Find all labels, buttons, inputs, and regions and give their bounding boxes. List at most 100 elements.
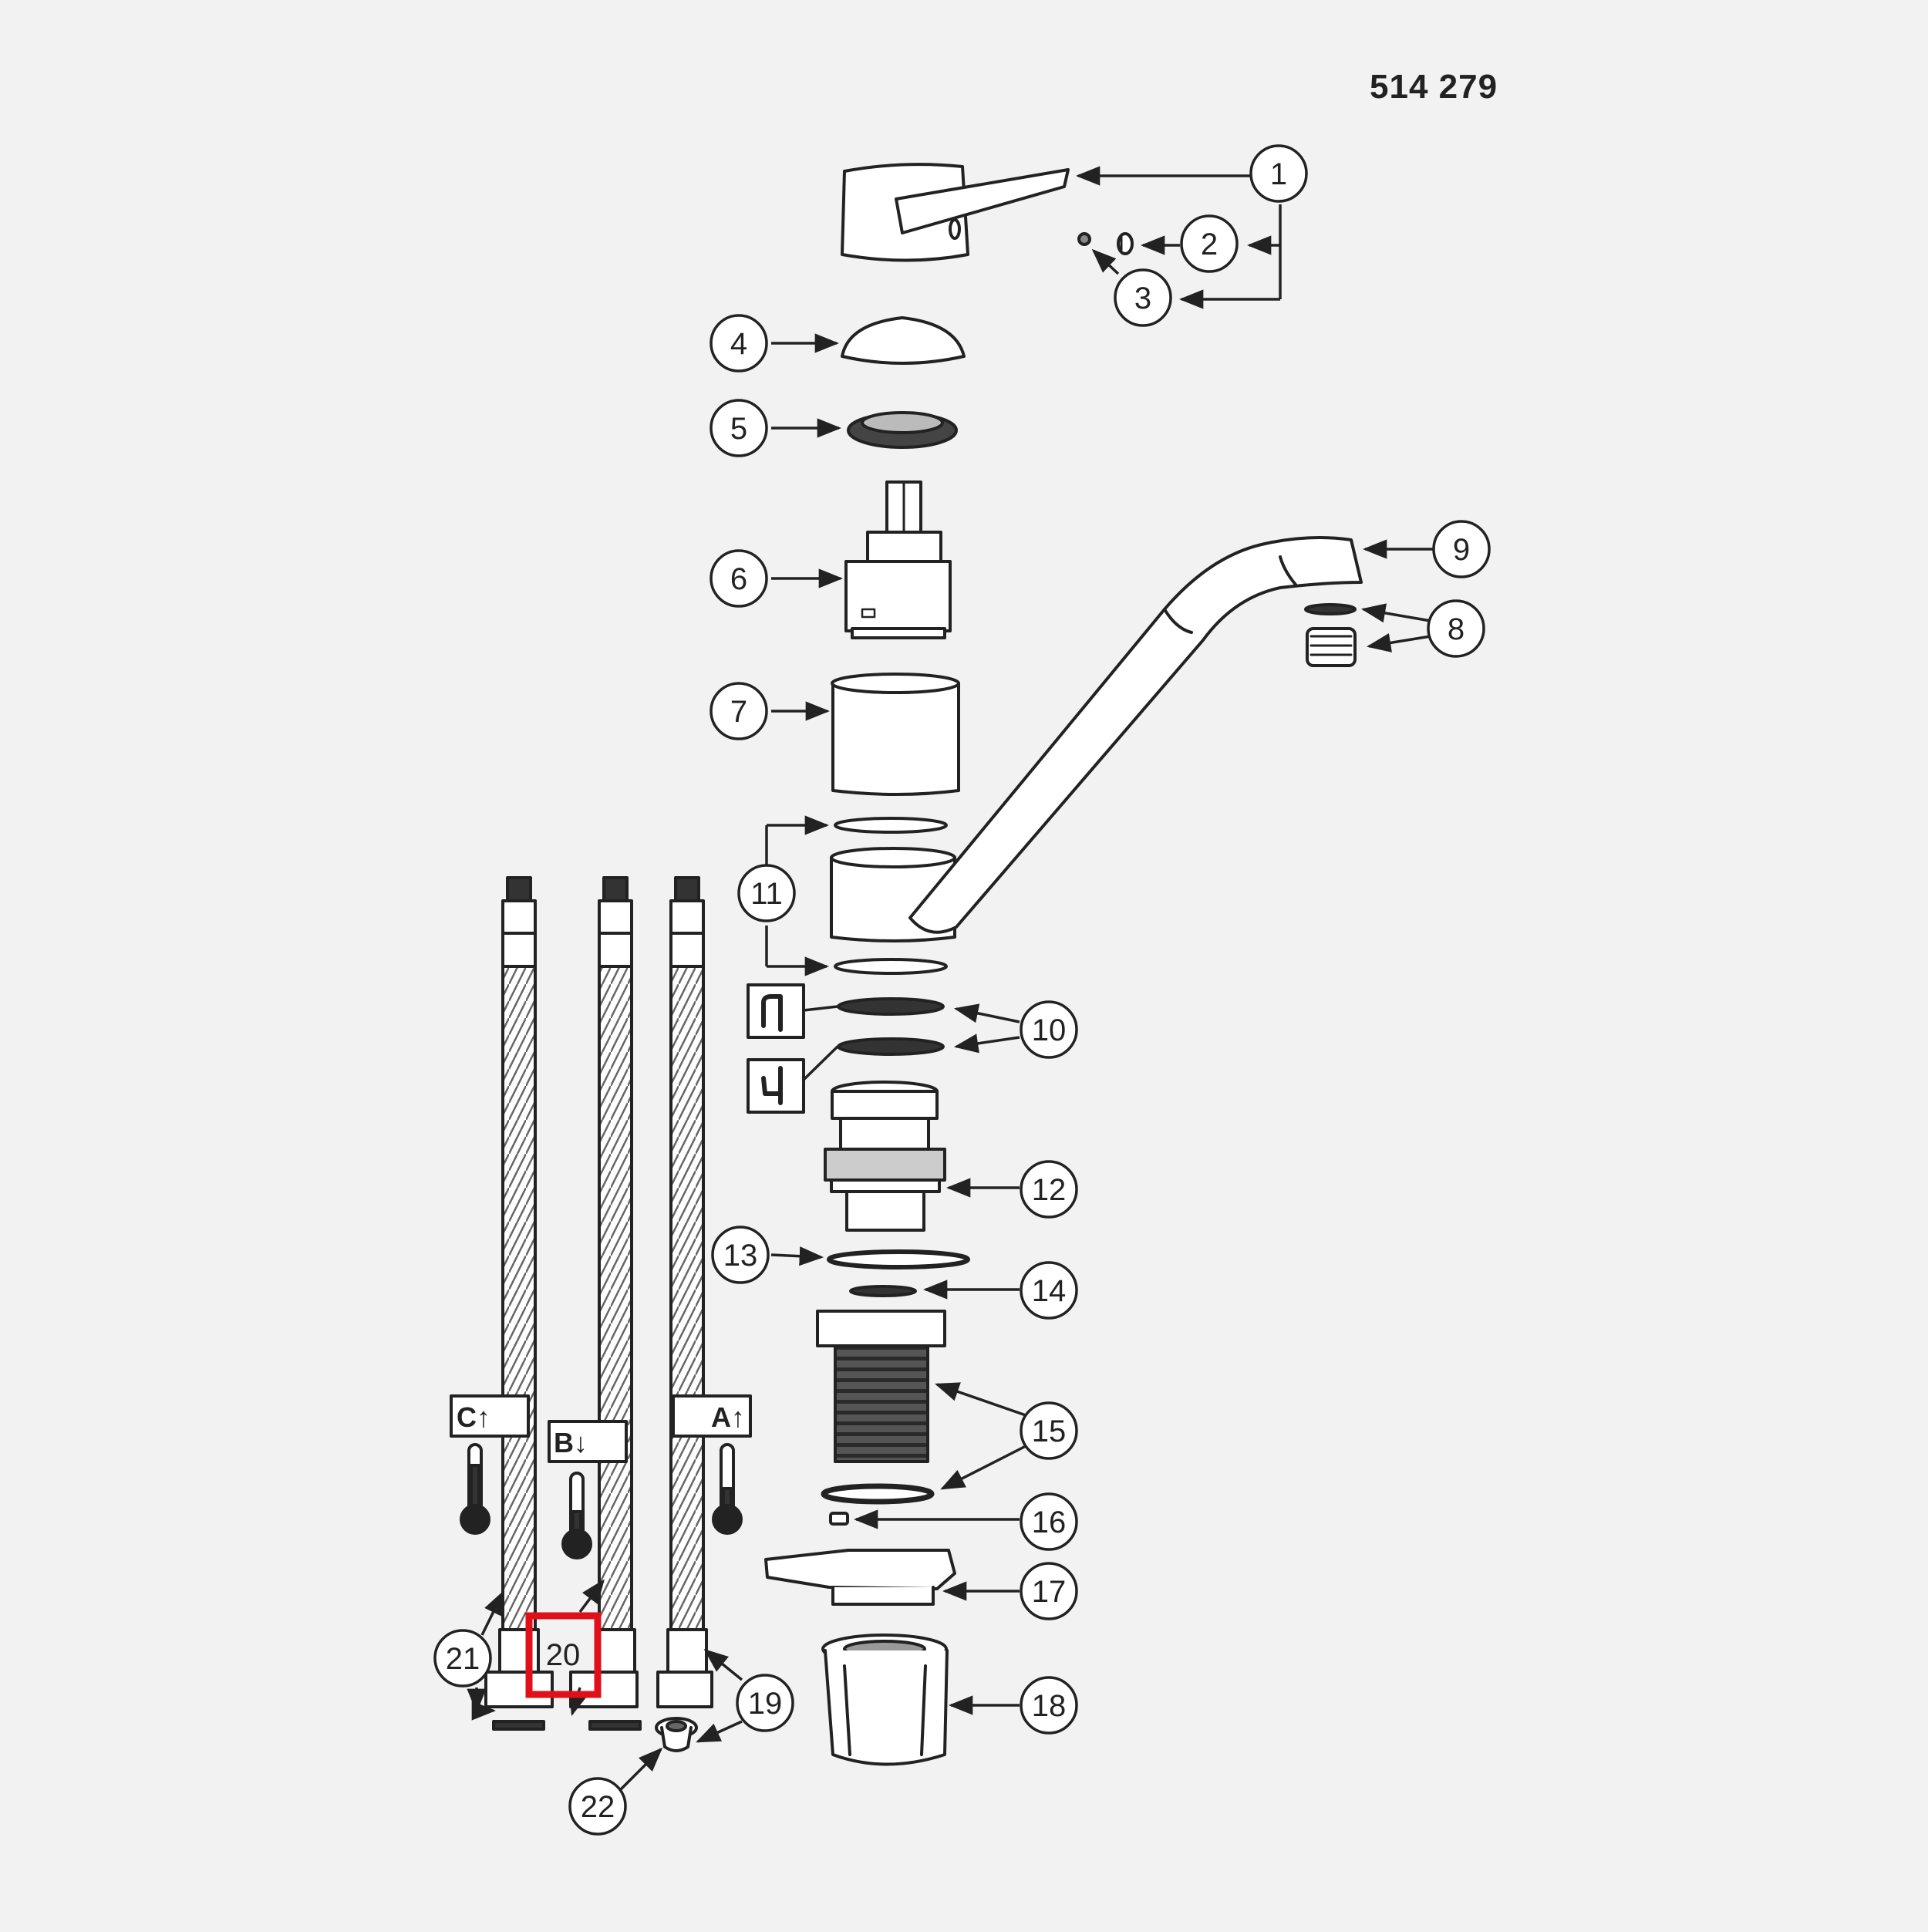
part-19-hose-a [656,876,713,1708]
part-14-ring [849,1285,917,1297]
hose-tag-c-box [450,1394,530,1438]
callout-9-label: 9 [1453,533,1470,567]
callout-6-label: 6 [730,562,747,596]
part-7-sleeve [831,673,960,796]
callout-14: 14 [1020,1261,1078,1320]
callout-6: 6 [710,549,768,608]
part-21-hose-c [484,876,554,1731]
part-22-filter [655,1717,698,1752]
part-16-clip [829,1512,849,1526]
callout-4-circle [710,314,768,373]
callout-4-label: 4 [730,327,747,361]
callout-2-label: 2 [1201,228,1218,261]
callout-12-label: 12 [1032,1173,1067,1207]
callout-11-label: 11 [750,877,783,911]
callout-22-circle [568,1777,627,1836]
callout-4: 4 [710,314,768,373]
hose-label-c: C↑ [457,1401,490,1433]
thermometer-cold-icon [460,1443,490,1535]
callout-19-circle [736,1674,794,1732]
callout-3-circle [1114,268,1172,327]
callout-18-label: 18 [1032,1689,1067,1723]
callout-16-label: 16 [1032,1505,1067,1539]
spout-high-icon [747,983,805,1039]
callout-8-circle [1427,599,1485,658]
hose-tag-a-box [672,1394,752,1438]
part-9-spout [908,535,1363,934]
callout-14-circle [1020,1261,1078,1320]
callout-10-label: 10 [1032,1013,1067,1047]
callout-5-circle [710,399,768,457]
callout-20-label: 20 [546,1638,581,1672]
thermometer-mixed-icon [561,1472,592,1559]
callout-1: 1 [1249,144,1308,203]
callout-19-label: 19 [748,1687,783,1721]
callout-3-label: 3 [1134,282,1151,315]
callout-16-circle [1020,1492,1078,1551]
spout-low-icon [747,1058,805,1114]
callout-14-label: 14 [1032,1274,1067,1308]
part-11-spout-body [830,817,956,975]
callout-8-label: 8 [1448,612,1465,646]
callout-22-label: 22 [581,1790,615,1824]
callout-21-circle [433,1629,492,1688]
hose-label-b: B↓ [554,1427,588,1458]
callout-10: 10 [1020,1000,1078,1059]
callout-21: 21 [433,1629,492,1688]
part-2-screw [1117,232,1134,255]
part-4-cap [841,316,966,365]
part-5-nut [847,411,958,449]
callout-16: 16 [1020,1492,1078,1551]
callout-18-circle [1020,1676,1078,1735]
part-13-ring [827,1249,970,1269]
callout-15: 15 [1020,1401,1078,1460]
part-number: 514 279 [1370,68,1498,106]
callout-3: 3 [1114,268,1172,327]
callout-12: 12 [1020,1160,1078,1219]
hose-label-a: A↑ [711,1401,745,1433]
callout-21-label: 21 [446,1642,480,1676]
callout-11-circle [737,864,796,922]
part-15-shank [816,1310,946,1505]
part-18-lock-nut [821,1634,949,1766]
callout-17: 17 [1020,1562,1078,1620]
part-3-set-screw [1077,232,1091,246]
callout-1-circle [1249,144,1308,203]
callout-7-circle [710,682,768,740]
callout-19: 19 [736,1674,794,1732]
callout-15-label: 15 [1032,1414,1067,1448]
part-10-seals [837,997,945,1056]
part-20-hose-b [569,876,642,1731]
callout-13-label: 13 [723,1239,758,1273]
callout-2-circle [1180,214,1239,273]
callout-7-label: 7 [730,695,747,729]
callout-15-circle [1020,1401,1078,1460]
callout-8: 8 [1427,599,1485,658]
callout-5: 5 [710,399,768,457]
hose-tag-b-box [548,1420,628,1463]
callout-9: 9 [1432,520,1491,578]
part-6-cartridge [844,480,952,639]
thermometer-hot-icon [712,1443,743,1535]
callout-18: 18 [1020,1676,1078,1735]
callout-17-circle [1020,1562,1078,1620]
callout-1-label: 1 [1270,157,1287,191]
callout-12-circle [1020,1160,1078,1219]
callout-2: 2 [1180,214,1239,273]
callout-22: 22 [568,1777,627,1836]
callout-7: 7 [710,682,768,740]
callout-11: 11 [737,864,796,922]
part-12-body [824,1081,946,1232]
callout-6-circle [710,549,768,608]
callout-13-circle [711,1226,770,1284]
callout-17-label: 17 [1032,1575,1067,1609]
callout-10-circle [1020,1000,1078,1059]
part-17-base-plate [764,1549,956,1606]
highlight-box-callout-20 [525,1612,602,1698]
part-1-lever-handle [841,163,1070,262]
callout-20: 20 [546,1638,581,1672]
callout-9-circle [1432,520,1491,578]
callout-5-label: 5 [730,412,747,446]
